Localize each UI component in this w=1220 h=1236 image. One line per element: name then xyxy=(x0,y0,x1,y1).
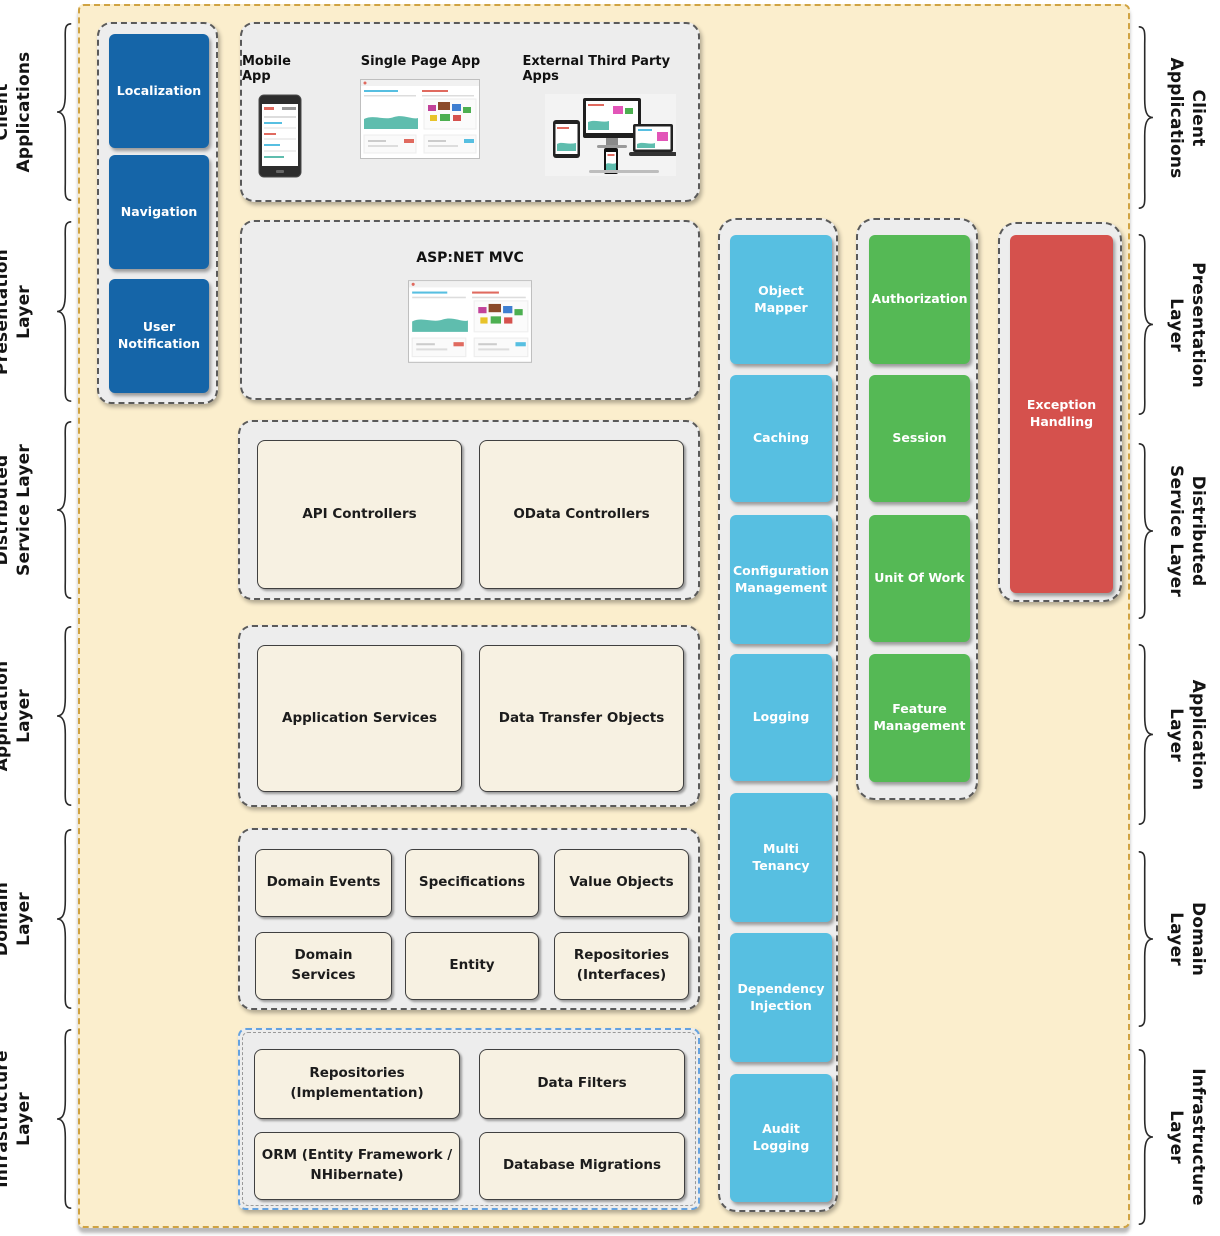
box-unit-of-work: Unit Of Work xyxy=(869,515,970,642)
left-brace-distributed-service-layer xyxy=(52,420,74,600)
left-brace-presentation-layer xyxy=(52,220,74,403)
exception-column: Exception Handling xyxy=(998,222,1122,602)
right-brace-infrastructure-layer xyxy=(1136,1048,1158,1226)
mvc-thumbnail xyxy=(408,280,532,363)
right-brace-client-applications xyxy=(1136,25,1158,210)
infrastructure-panel: Repositories (Implementation) Data Filte… xyxy=(238,1028,700,1210)
client-apps-panel: Mobile App Single Page App xyxy=(240,22,700,202)
application-panel: Application Services Data Transfer Objec… xyxy=(238,625,700,807)
box-domain-services: Domain Services xyxy=(255,932,392,1000)
box-value-objects: Value Objects xyxy=(554,849,689,917)
mobile-app-label: Mobile App xyxy=(242,54,291,84)
mvc-panel: ASP:NET MVC xyxy=(240,220,700,400)
box-dependency-injection: Dependency Injection xyxy=(730,933,832,1062)
right-brace-domain-layer xyxy=(1136,850,1158,1028)
external-apps-thumbnail xyxy=(544,94,676,176)
external-apps-figure: External Third Party Apps xyxy=(522,54,698,176)
box-audit-logging: Audit Logging xyxy=(730,1074,832,1202)
box-exception-handling: Exception Handling xyxy=(1010,235,1113,593)
single-page-app-figure: Single Page App xyxy=(360,54,481,159)
box-feature-management: Feature Management xyxy=(869,654,970,782)
left-brace-application-layer xyxy=(52,625,74,807)
box-logging: Logging xyxy=(730,654,832,781)
presentation-widgets-group: Localization Navigation User Notificatio… xyxy=(97,22,218,404)
external-apps-label: External Third Party Apps xyxy=(522,54,671,84)
box-navigation: Navigation xyxy=(109,155,209,269)
box-localization: Localization xyxy=(109,34,209,148)
box-multi-tenancy: Multi Tenancy xyxy=(730,793,832,922)
left-brace-domain-layer xyxy=(52,828,74,1010)
box-repositories-implementation: Repositories (Implementation) xyxy=(254,1049,460,1119)
box-authorization: Authorization xyxy=(869,235,970,364)
right-brace-application-layer xyxy=(1136,643,1158,826)
box-user-notification: User Notification xyxy=(109,279,209,393)
infrastructure-inner-border xyxy=(242,1032,696,1206)
box-domain-events: Domain Events xyxy=(255,849,392,917)
box-orm: ORM (Entity Framework / NHibernate) xyxy=(254,1132,460,1200)
box-database-migrations: Database Migrations xyxy=(479,1132,685,1200)
right-brace-distributed-service-layer xyxy=(1136,442,1158,620)
left-brace-client-applications xyxy=(52,22,74,202)
aspects-column: Authorization Session Unit Of Work Featu… xyxy=(856,218,978,800)
box-data-filters: Data Filters xyxy=(479,1049,685,1119)
left-brace-infrastructure-layer xyxy=(52,1028,74,1210)
box-application-services: Application Services xyxy=(257,645,462,792)
box-odata-controllers: OData Controllers xyxy=(479,440,684,589)
distributed-service-panel: API Controllers OData Controllers xyxy=(238,420,700,600)
mobile-app-thumbnail xyxy=(258,94,302,178)
box-configuration-management: Configuration Management xyxy=(730,515,832,644)
mobile-app-figure: Mobile App xyxy=(242,54,318,178)
box-api-controllers: API Controllers xyxy=(257,440,462,589)
box-entity: Entity xyxy=(405,932,539,1000)
single-page-app-label: Single Page App xyxy=(360,54,481,69)
mvc-panel-title: ASP:NET MVC xyxy=(416,250,524,266)
right-brace-presentation-layer xyxy=(1136,233,1158,416)
box-caching: Caching xyxy=(730,375,832,502)
box-repositories-interfaces: Repositories (Interfaces) xyxy=(554,932,689,1000)
box-data-transfer-objects: Data Transfer Objects xyxy=(479,645,684,792)
single-page-app-thumbnail xyxy=(360,79,481,159)
box-specifications: Specifications xyxy=(405,849,539,917)
cross-cutting-column: Object Mapper Caching Configuration Mana… xyxy=(718,218,838,1212)
box-object-mapper: Object Mapper xyxy=(730,235,832,364)
domain-panel: Domain Events Specifications Value Objec… xyxy=(238,828,700,1010)
box-session: Session xyxy=(869,375,970,502)
